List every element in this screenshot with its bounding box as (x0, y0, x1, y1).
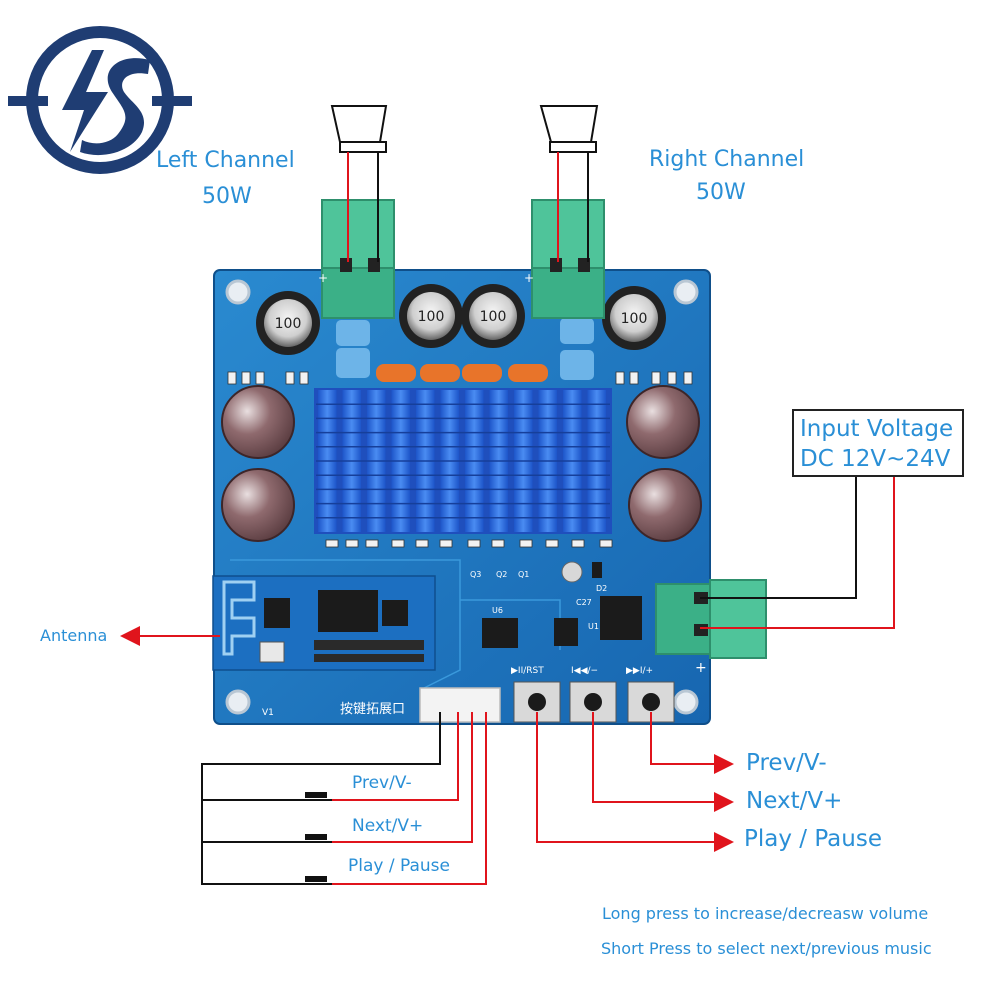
ic-label-u6: U6 (492, 606, 503, 615)
inductor-value: 100 (275, 316, 302, 332)
connector-label: 按键拓展口 (340, 702, 406, 717)
button-label-prev: I◀◀/− (571, 666, 599, 676)
button-header-connector (419, 687, 501, 723)
antenna-label: Antenna (40, 626, 108, 645)
ic-label-c27: C27 (576, 598, 592, 607)
pushbutton-icon (300, 792, 332, 885)
ext-button-prev: Prev/V- (352, 773, 412, 793)
ic-label-d2: D2 (596, 584, 608, 593)
left-speaker-terminal (321, 199, 395, 319)
right-channel-title: Right Channel (649, 147, 805, 172)
ext-button-play: Play / Pause (348, 856, 450, 876)
ls-logo (8, 26, 192, 174)
note-long-press: Long press to increase/decreasw volume (602, 904, 929, 923)
onboard-button-arrows (536, 712, 734, 852)
heatsink (314, 388, 612, 534)
right-label-prev: Prev/V- (746, 750, 827, 776)
ic-label-q2: Q2 (496, 570, 508, 579)
external-switch-wiring (201, 712, 487, 885)
electrolytic-capacitors (221, 385, 702, 542)
ic-label-q1: Q1 (518, 570, 530, 579)
smd-components (227, 371, 693, 548)
note-short-press: Short Press to select next/previous musi… (601, 939, 932, 958)
ic-label-q3: Q3 (470, 570, 482, 579)
speaker-wires (347, 152, 589, 262)
right-channel-power: 50W (696, 180, 746, 205)
ic-label-u1: U1 (588, 622, 599, 631)
film-capacitors (336, 318, 594, 380)
input-voltage-box: Input Voltage DC 12V~24V (792, 409, 964, 477)
inductor-value: 100 (480, 309, 507, 325)
button-label-next: ▶▶I/+ (626, 666, 654, 676)
ext-button-next: Next/V+ (352, 816, 424, 836)
right-label-play: Play / Pause (744, 826, 882, 852)
input-voltage-wires (700, 477, 895, 629)
left-channel-title: Left Channel (156, 148, 295, 173)
right-speaker-icon (539, 105, 599, 153)
bluetooth-module (212, 575, 436, 671)
left-channel-power: 50W (202, 184, 252, 209)
power-input-terminal (655, 579, 767, 659)
right-label-next: Next/V+ (746, 788, 843, 814)
inductor-value: 100 (418, 309, 445, 325)
left-speaker-icon (330, 105, 388, 153)
button-label-play: ▶II/RST (511, 666, 544, 676)
input-voltage-range: DC 12V~24V (800, 446, 951, 472)
inductors (256, 284, 666, 355)
right-speaker-terminal (531, 199, 605, 319)
ceramic-capacitors (376, 364, 548, 382)
inductor-value: 100 (621, 311, 648, 327)
input-voltage-title: Input Voltage (800, 416, 954, 442)
polarity-plus: + (318, 271, 328, 285)
polarity-plus: + (524, 271, 534, 285)
polarity-plus: + (695, 660, 707, 676)
control-ics (482, 561, 642, 648)
board-v1-label: V1 (262, 708, 274, 718)
